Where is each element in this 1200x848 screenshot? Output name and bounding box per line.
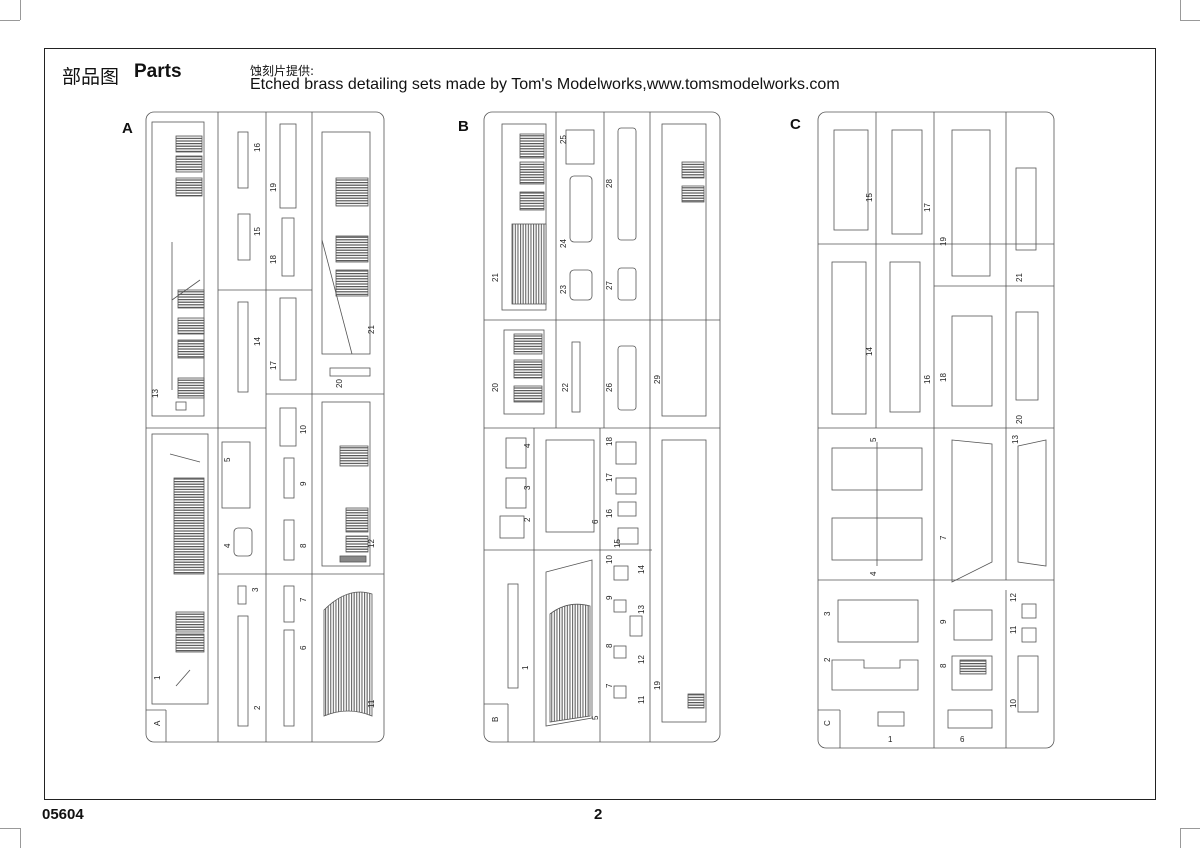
sprue-letter-b: B: [458, 118, 469, 135]
part-label: 27: [605, 281, 614, 290]
part-label: 15: [865, 193, 874, 202]
part-label: 2: [253, 705, 262, 710]
part-label: 26: [605, 383, 614, 392]
part-label: 6: [591, 519, 600, 524]
part-label: 8: [939, 663, 948, 668]
part-label: 21: [491, 273, 500, 282]
part-label: 3: [523, 485, 532, 490]
product-code: 05604: [42, 806, 84, 823]
part-label: 4: [869, 571, 878, 576]
sprue-letter-a: A: [122, 120, 133, 137]
page-number: 2: [594, 806, 603, 823]
part-label: 24: [559, 239, 568, 248]
part-label: 2: [523, 517, 532, 522]
part-label: B: [491, 717, 500, 722]
part-label: 7: [939, 535, 948, 540]
part-label: 8: [605, 643, 614, 648]
part-label: 18: [939, 373, 948, 382]
crop-mark: [1180, 828, 1181, 848]
crop-mark: [1180, 0, 1181, 20]
part-label: 18: [605, 437, 614, 446]
part-label: 19: [939, 237, 948, 246]
part-label: 1: [521, 665, 530, 670]
page-frame: [44, 48, 1156, 800]
part-label: 8: [299, 543, 308, 548]
part-label: 7: [605, 683, 614, 688]
part-label: 20: [1015, 415, 1024, 424]
part-label: 10: [605, 555, 614, 564]
part-label: 20: [335, 379, 344, 388]
part-label: 6: [299, 645, 308, 650]
part-label: 11: [1009, 625, 1018, 634]
sprue-b: [483, 111, 721, 743]
crop-mark: [0, 20, 20, 21]
credit-text-en: Etched brass detailing sets made by Tom'…: [250, 76, 840, 93]
part-label: 4: [223, 543, 232, 548]
part-label: 20: [491, 383, 500, 392]
part-label: 9: [299, 481, 308, 486]
part-label: 4: [523, 443, 532, 448]
part-label: 14: [253, 337, 262, 346]
part-label: 1: [153, 675, 162, 680]
part-label: 15: [253, 227, 262, 236]
crop-mark: [1180, 20, 1200, 21]
part-label: 18: [269, 255, 278, 264]
part-label: 10: [299, 425, 308, 434]
part-label: 13: [151, 389, 160, 398]
part-label: 12: [1009, 593, 1018, 602]
part-label: 2: [823, 657, 832, 662]
part-label: 19: [653, 681, 662, 690]
part-label: 3: [823, 611, 832, 616]
part-label: 5: [591, 715, 600, 720]
part-label: 25: [559, 135, 568, 144]
part-label: 29: [653, 375, 662, 384]
part-number-labels: 13 1 16 15 14 5 4 3 2 19 18 17 10 9 8 7 …: [151, 135, 1024, 744]
part-label: 23: [559, 285, 568, 294]
part-label: 17: [269, 361, 278, 370]
part-label: A: [153, 720, 162, 726]
part-label: 12: [367, 539, 376, 548]
sprue-letter-c: C: [790, 116, 801, 133]
sprue-c: [817, 111, 1055, 749]
part-label: 16: [605, 509, 614, 518]
crop-mark: [0, 828, 20, 829]
part-label: 5: [869, 437, 878, 442]
part-label: 21: [1015, 273, 1024, 282]
crop-mark: [20, 828, 21, 848]
part-label: 14: [637, 565, 646, 574]
part-label: 5: [223, 457, 232, 462]
part-label: 9: [939, 619, 948, 624]
part-label: 15: [613, 539, 622, 548]
part-label: 12: [637, 655, 646, 664]
part-label: 21: [367, 325, 376, 334]
part-label: 6: [960, 735, 965, 744]
sprue-a: [145, 111, 385, 743]
part-label: 16: [923, 375, 932, 384]
part-label: 10: [1009, 699, 1018, 708]
part-label: 16: [253, 143, 262, 152]
crop-mark: [1180, 828, 1200, 829]
part-label: 7: [299, 597, 308, 602]
page-title-cn: 部品图: [62, 66, 120, 88]
part-label: 28: [605, 179, 614, 188]
part-label: 17: [605, 473, 614, 482]
part-label: 14: [865, 347, 874, 356]
part-label: 11: [637, 695, 646, 704]
part-label: 19: [269, 183, 278, 192]
part-label: 13: [637, 605, 646, 614]
part-label: 9: [605, 595, 614, 600]
part-label: 11: [367, 699, 376, 708]
part-label: 17: [923, 203, 932, 212]
credit-label-cn: 蚀刻片提供:: [250, 64, 315, 78]
part-label: C: [823, 720, 832, 726]
part-label: 1: [888, 735, 893, 744]
part-label: 22: [561, 383, 570, 392]
part-label: 3: [251, 587, 260, 592]
crop-mark: [20, 0, 21, 20]
part-label: 13: [1011, 435, 1020, 444]
page-title-en: Parts: [134, 61, 182, 82]
